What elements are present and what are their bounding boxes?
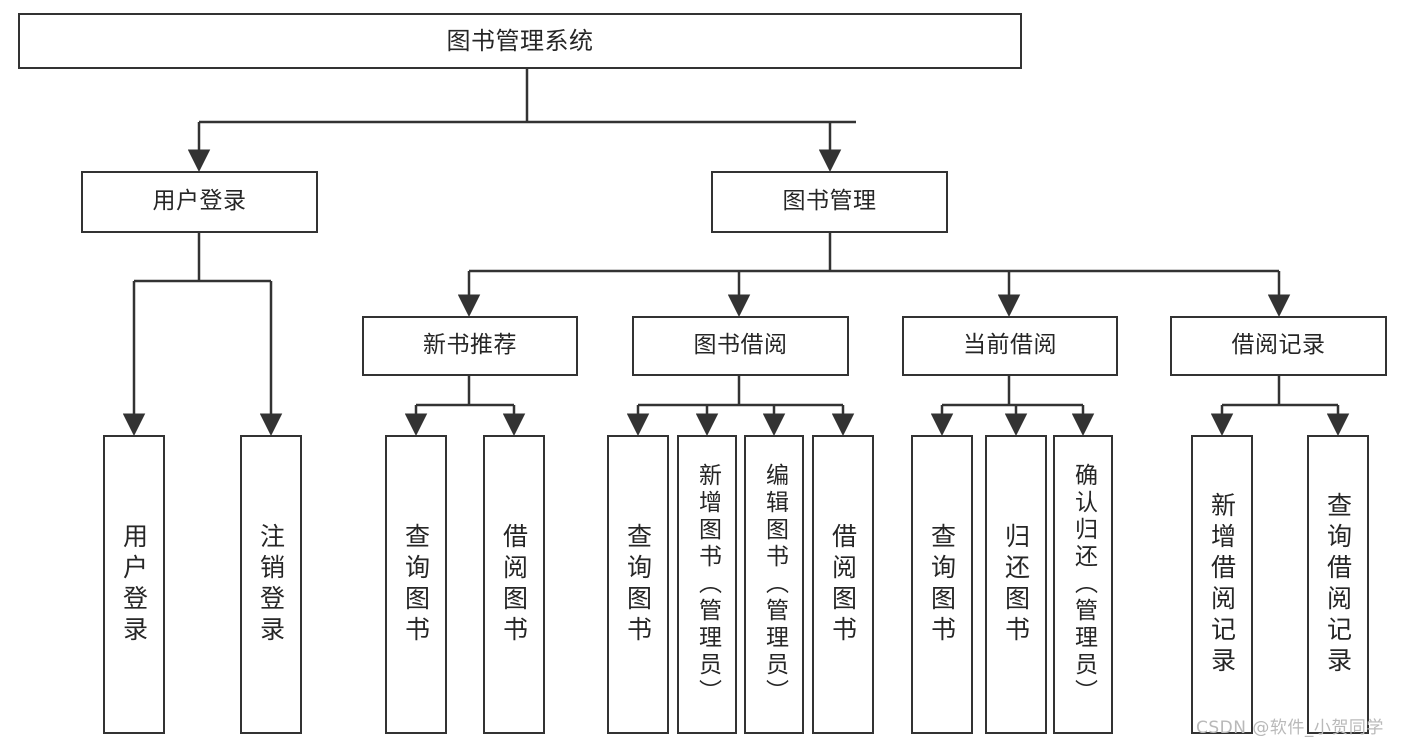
node-leaf-borrow-book-2-label: 借阅图书 bbox=[828, 522, 858, 647]
node-leaf-confirm-return-label: 确认归还（管理员） bbox=[1070, 463, 1097, 706]
node-root[interactable]: 图书管理系统 bbox=[18, 13, 1022, 69]
node-leaf-query-book-3[interactable]: 查询图书 bbox=[911, 435, 973, 734]
node-leaf-edit-book[interactable]: 编辑图书（管理员） bbox=[744, 435, 804, 734]
node-book-manage-label: 图书管理 bbox=[782, 188, 877, 215]
node-user-login[interactable]: 用户登录 bbox=[81, 171, 318, 233]
node-leaf-user-login-label: 用户登录 bbox=[119, 522, 149, 647]
node-root-label: 图书管理系统 bbox=[446, 26, 594, 55]
node-leaf-confirm-return[interactable]: 确认归还（管理员） bbox=[1053, 435, 1113, 734]
node-book-borrow[interactable]: 图书借阅 bbox=[632, 316, 849, 376]
node-leaf-borrow-book-2[interactable]: 借阅图书 bbox=[812, 435, 874, 734]
csdn-watermark: CSDN @软件_小贺同学 bbox=[1196, 718, 1384, 738]
node-leaf-query-book-3-label: 查询图书 bbox=[927, 522, 957, 647]
node-leaf-user-logout[interactable]: 注销登录 bbox=[240, 435, 302, 734]
node-current-borrow[interactable]: 当前借阅 bbox=[902, 316, 1118, 376]
node-user-login-label: 用户登录 bbox=[152, 188, 247, 215]
node-leaf-add-book[interactable]: 新增图书（管理员） bbox=[677, 435, 737, 734]
node-new-book-rec-label: 新书推荐 bbox=[423, 332, 517, 359]
node-leaf-return-book[interactable]: 归还图书 bbox=[985, 435, 1047, 734]
node-leaf-query-book-1[interactable]: 查询图书 bbox=[385, 435, 447, 734]
node-leaf-add-book-label: 新增图书（管理员） bbox=[694, 463, 721, 706]
node-leaf-borrow-book-1-label: 借阅图书 bbox=[499, 522, 529, 647]
node-leaf-borrow-book-1[interactable]: 借阅图书 bbox=[483, 435, 545, 734]
node-leaf-query-record[interactable]: 查询借阅记录 bbox=[1307, 435, 1369, 734]
node-leaf-add-record[interactable]: 新增借阅记录 bbox=[1191, 435, 1253, 734]
node-borrow-record-label: 借阅记录 bbox=[1231, 332, 1326, 359]
node-leaf-add-record-label: 新增借阅记录 bbox=[1207, 491, 1237, 678]
node-new-book-rec[interactable]: 新书推荐 bbox=[362, 316, 578, 376]
node-borrow-record[interactable]: 借阅记录 bbox=[1170, 316, 1387, 376]
node-current-borrow-label: 当前借阅 bbox=[963, 332, 1057, 359]
node-leaf-query-book-2[interactable]: 查询图书 bbox=[607, 435, 669, 734]
node-leaf-query-book-2-label: 查询图书 bbox=[623, 522, 653, 647]
node-book-manage[interactable]: 图书管理 bbox=[711, 171, 948, 233]
node-leaf-query-record-label: 查询借阅记录 bbox=[1323, 491, 1353, 678]
node-leaf-edit-book-label: 编辑图书（管理员） bbox=[761, 463, 788, 706]
node-book-borrow-label: 图书借阅 bbox=[693, 332, 788, 359]
node-leaf-return-book-label: 归还图书 bbox=[1001, 522, 1031, 647]
node-leaf-query-book-1-label: 查询图书 bbox=[401, 522, 431, 647]
node-leaf-user-logout-label: 注销登录 bbox=[256, 522, 286, 647]
node-leaf-user-login[interactable]: 用户登录 bbox=[103, 435, 165, 734]
